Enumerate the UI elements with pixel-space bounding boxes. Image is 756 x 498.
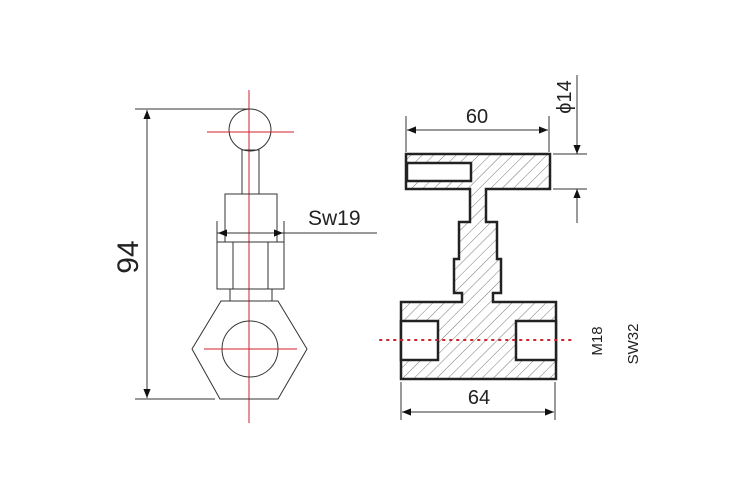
handle-dia-label: ϕ14: [554, 80, 576, 113]
section-view: 60 ϕ14 64 M18 SW32: [379, 75, 642, 420]
thread-label: M18: [589, 326, 606, 355]
handle-ball: [228, 108, 272, 152]
bonnet: [224, 193, 278, 243]
gland-nut: [216, 241, 285, 290]
height-dimension-label: 94: [112, 240, 145, 273]
neck: [229, 288, 273, 302]
side-view: 94 Sw19: [112, 90, 377, 423]
hex-size-label: SW32: [625, 324, 642, 365]
handle-width-label: 60: [466, 106, 488, 128]
hex-body: [191, 300, 308, 400]
inlet-port: [399, 319, 440, 362]
handle-slot: [405, 161, 473, 183]
body-width-label: 64: [468, 387, 490, 409]
stem: [241, 149, 260, 195]
wrench-size-label: Sw19: [308, 207, 361, 230]
